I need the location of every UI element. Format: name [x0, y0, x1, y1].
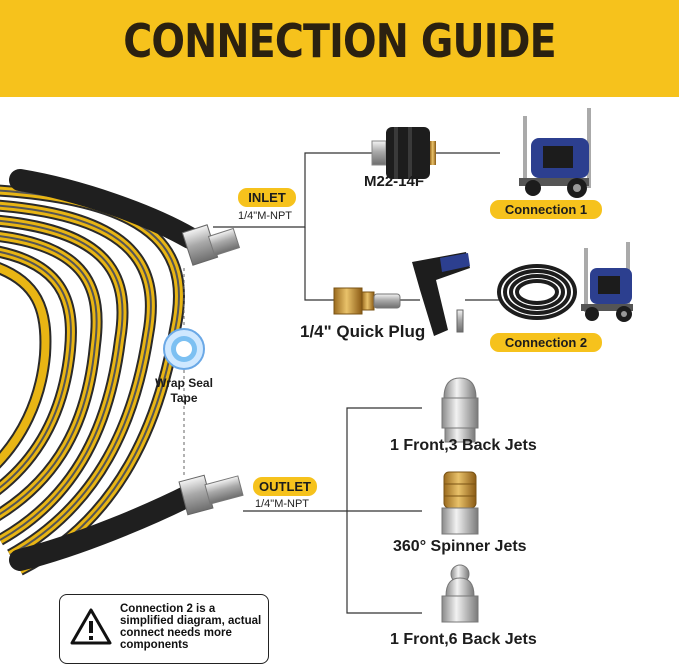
nozzle-3-label: 1 Front,6 Back Jets — [390, 631, 537, 648]
inlet-fitting — [181, 224, 241, 266]
quick-plug-label: 1/4" Quick Plug — [300, 322, 426, 341]
connection-1-badge: Connection 1 — [490, 200, 602, 219]
outlet-badge: OUTLET — [253, 477, 317, 496]
quick-plug-icon — [333, 287, 401, 315]
title-banner: CONNECTION GUIDE — [0, 0, 679, 97]
nozzle-2-label: 360° Spinner Jets — [393, 538, 527, 555]
pressure-washer-icon — [581, 242, 633, 322]
connector-lines — [213, 152, 500, 614]
outlet-thread-label: 1/4"M-NPT — [255, 498, 310, 510]
nozzle-1-label: 1 Front,3 Back Jets — [390, 437, 537, 454]
inlet-badge: INLET — [238, 188, 296, 207]
tape-label: Wrap Seal Tape — [155, 376, 213, 405]
warning-icon — [70, 608, 112, 645]
connection-2-badge: Connection 2 — [490, 333, 602, 352]
nozzle-icon — [441, 564, 479, 623]
inlet-thread-label: 1/4"M-NPT — [238, 210, 293, 222]
warning-text: Connection 2 is a simplified diagram, ac… — [120, 603, 262, 651]
nozzle-icon — [441, 471, 479, 535]
coupler-label: M22-14F — [364, 173, 425, 190]
pressure-washer-icon — [519, 108, 591, 198]
page-title: CONNECTION GUIDE — [123, 14, 556, 68]
spray-gun-icon — [412, 252, 470, 336]
outlet-fitting — [178, 474, 244, 516]
m22-coupler-icon — [371, 127, 436, 179]
warning-note: Connection 2 is a simplified diagram, ac… — [59, 594, 269, 664]
hose-coil-small-icon — [497, 264, 577, 320]
tape-roll-icon — [163, 328, 205, 370]
nozzle-icon — [441, 377, 479, 443]
hose-coil — [0, 169, 201, 576]
